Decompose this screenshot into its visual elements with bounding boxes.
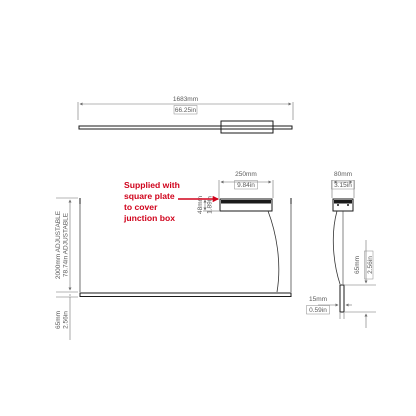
- note-line-1: Supplied with: [124, 180, 180, 190]
- canopy-side-plate: [334, 200, 352, 204]
- canopy-plate: [221, 200, 271, 204]
- length-in-label: 66.25in: [175, 107, 197, 114]
- side-cord: [332, 210, 341, 285]
- note-line-3: to cover: [124, 202, 158, 212]
- side-bar-height-in-box: [364, 250, 374, 280]
- drop-adjustable-text: ADJUSTABLE: [55, 210, 62, 252]
- note-line-2: square plate: [124, 191, 175, 201]
- canopy-height-in-label: 1.89in: [207, 196, 214, 214]
- canopy-width-in-label: 9.84in: [237, 182, 255, 189]
- side-bar-depth-in-box: [306, 305, 330, 315]
- drop-in-adjustable-label: 78.74in ADJUSTABLE: [63, 212, 70, 277]
- canopy-width-in-box: [234, 180, 258, 190]
- junction-box-note: Supplied with square plate to cover junc…: [123, 180, 220, 223]
- side-bar-depth-mm-label: 15mm: [309, 296, 327, 303]
- light-bar-side-profile: [339, 284, 345, 313]
- canopy-screw-right: [347, 204, 349, 206]
- length-in-box: [173, 105, 198, 115]
- side-canopy-depth-in-label: 3.15in: [334, 182, 352, 189]
- drop-mm-adjustable-label: 2000mm ADJUSTABLE: [55, 210, 62, 279]
- power-cord: [267, 210, 280, 293]
- side-view: 80mm 3.15in 65mm 2.56in 15mm 0.59in: [306, 171, 376, 328]
- side-bar-height-in-label: 2.56in: [367, 256, 374, 274]
- canopy-top-view: [220, 120, 274, 134]
- bar-height-mm-label: 65mm: [55, 311, 62, 329]
- canopy-height-mm-label: 48mm: [197, 196, 204, 214]
- note-line-4: junction box: [123, 213, 175, 223]
- light-bar-top-view: [78, 125, 293, 130]
- side-canopy-depth-mm-label: 80mm: [334, 171, 352, 178]
- light-bar-front-view: [79, 292, 292, 297]
- canopy-screw-left: [337, 204, 339, 206]
- canopy-width-mm-label: 250mm: [235, 171, 257, 178]
- drop-in-text: 78.74in: [63, 255, 70, 277]
- front-view: 250mm 9.84in 48mm 1.89in Supplied with s…: [55, 171, 292, 340]
- drop-mm-text: 2000mm: [55, 254, 62, 279]
- side-bar-depth-in-label: 0.59in: [309, 307, 327, 314]
- length-mm-label: 1683mm: [173, 96, 198, 103]
- side-canopy-in-box: [331, 180, 355, 190]
- top-view: 1683mm 66.25in: [77, 96, 294, 134]
- drop-adjustable-text-2: ADJUSTABLE: [63, 212, 70, 254]
- side-bar-height-mm-label: 65mm: [354, 256, 361, 274]
- bar-height-in-label: 2.56in: [63, 311, 70, 329]
